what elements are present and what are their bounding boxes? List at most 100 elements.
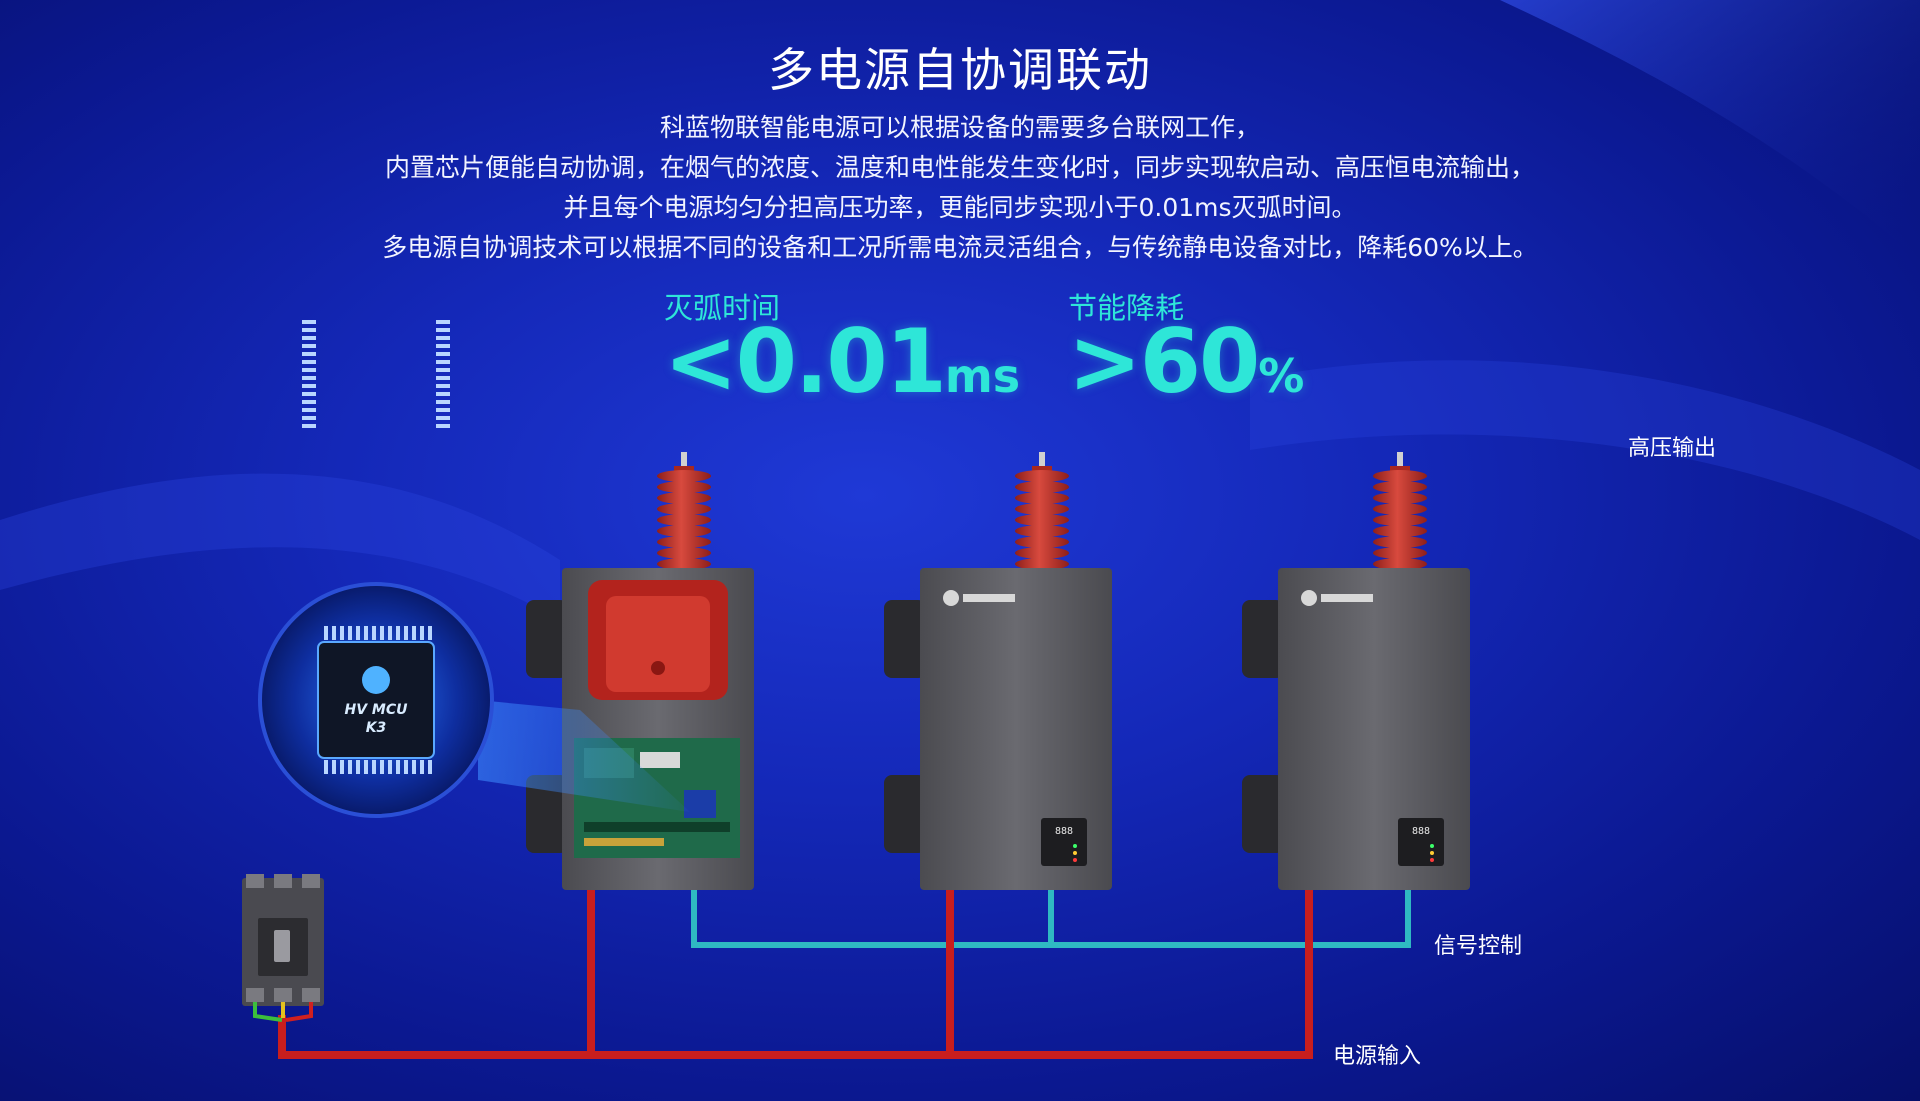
chip-pin bbox=[302, 376, 316, 380]
stat-arc-symbol: < bbox=[664, 310, 738, 413]
chip-pin bbox=[302, 328, 316, 332]
insulator-shed bbox=[1015, 558, 1069, 570]
insulator-shed bbox=[1373, 470, 1427, 482]
unit-3-housing bbox=[1278, 568, 1470, 890]
chip-logo-icon bbox=[362, 666, 390, 694]
chip-pin bbox=[302, 392, 316, 396]
chip-pin bbox=[380, 626, 384, 640]
chip-pin bbox=[302, 320, 316, 324]
status-display: 888 bbox=[1055, 826, 1073, 837]
insulator-shed bbox=[657, 514, 711, 526]
signal-control-line bbox=[691, 885, 1411, 948]
mcu-chip-callout: HV MCU K3 bbox=[258, 320, 494, 818]
power-unit-3: 888 bbox=[1242, 568, 1470, 890]
insulator-shed bbox=[1373, 547, 1427, 559]
label-power-input: 电源输入 bbox=[1333, 1044, 1422, 1069]
chip-pin bbox=[302, 424, 316, 428]
insulator-shed bbox=[657, 525, 711, 537]
chip-pin bbox=[302, 336, 316, 340]
insulator-shed bbox=[1373, 514, 1427, 526]
power-unit-2: 888 bbox=[884, 568, 1112, 890]
brand-logo-icon bbox=[1301, 590, 1317, 606]
insulator-shed bbox=[1015, 514, 1069, 526]
status-led bbox=[1430, 844, 1434, 848]
chip-pin bbox=[302, 344, 316, 348]
chip-pin bbox=[302, 384, 316, 388]
chip-pin bbox=[396, 626, 400, 640]
chip-pin bbox=[436, 352, 450, 356]
chip-pin bbox=[388, 626, 392, 640]
stat-energy-symbol: > bbox=[1068, 310, 1142, 413]
chip-pin bbox=[332, 626, 336, 640]
fan-left-top bbox=[884, 600, 926, 678]
circuit-breaker bbox=[242, 874, 324, 1022]
power-unit-1 bbox=[526, 568, 754, 890]
chip-pin bbox=[302, 352, 316, 356]
description-line: 科蓝物联智能电源可以根据设备的需要多台联网工作， bbox=[659, 113, 1260, 142]
insulator-shed bbox=[1373, 536, 1427, 548]
fan-left-top bbox=[1242, 600, 1284, 678]
stat-arc-value: <0.01ms bbox=[664, 318, 1020, 406]
insulator-shed bbox=[1015, 525, 1069, 537]
chip-pin bbox=[302, 408, 316, 412]
description-line: 多电源自协调技术可以根据不同的设备和工况所需电流灵活组合，与传统静电设备对比，降… bbox=[382, 233, 1538, 262]
chip-pin bbox=[436, 400, 450, 404]
chip-pin bbox=[436, 328, 450, 332]
stat-arc-label: 灭弧时间 bbox=[664, 291, 781, 325]
brand-logo-icon bbox=[943, 590, 959, 606]
chip-pin bbox=[372, 760, 376, 774]
stat-energy-label: 节能降耗 bbox=[1068, 291, 1185, 325]
chip-pin bbox=[436, 336, 450, 340]
brand-logo-text bbox=[963, 594, 1015, 602]
chip-pin bbox=[372, 626, 376, 640]
stat-energy-number: 60 bbox=[1139, 310, 1260, 413]
chip-pin bbox=[302, 360, 316, 364]
chip-pin bbox=[420, 760, 424, 774]
chip-pin bbox=[302, 400, 316, 404]
callout-beam bbox=[478, 700, 690, 812]
chip-pin bbox=[356, 760, 360, 774]
chip-pin bbox=[324, 626, 328, 640]
insulator-shed bbox=[657, 492, 711, 504]
status-led bbox=[1073, 844, 1077, 848]
fan-left-bottom bbox=[526, 775, 568, 853]
chip-pin bbox=[412, 626, 416, 640]
chip-pin bbox=[436, 360, 450, 364]
stat-energy-unit: % bbox=[1258, 349, 1305, 403]
chip-pin bbox=[388, 760, 392, 774]
chip-pin bbox=[404, 760, 408, 774]
insulator-shed bbox=[657, 481, 711, 493]
chip-pin bbox=[412, 760, 416, 774]
insulator-shed bbox=[1015, 547, 1069, 559]
status-led bbox=[1430, 858, 1434, 862]
chip-pin bbox=[436, 376, 450, 380]
insulator-shed bbox=[1015, 470, 1069, 482]
chip-pin bbox=[340, 626, 344, 640]
chip-label-version: K3 bbox=[366, 720, 387, 736]
chip-pin bbox=[436, 368, 450, 372]
fan-left-bottom bbox=[884, 775, 926, 853]
mcu-chip-small bbox=[684, 790, 716, 818]
chip-label-model: HV MCU bbox=[345, 702, 409, 718]
insulator-shed bbox=[1373, 503, 1427, 515]
chip-pin bbox=[332, 760, 336, 774]
status-display: 888 bbox=[1412, 826, 1430, 837]
chip-pin bbox=[436, 416, 450, 420]
chip-pin bbox=[364, 626, 368, 640]
insulator-shed bbox=[657, 470, 711, 482]
chip-pin bbox=[348, 760, 352, 774]
insulator-shed bbox=[1015, 503, 1069, 515]
chip-pin bbox=[428, 760, 432, 774]
chip-pin bbox=[364, 760, 368, 774]
insulator-rod bbox=[681, 452, 687, 468]
chip-pin bbox=[380, 760, 384, 774]
chip-pin bbox=[436, 320, 450, 324]
status-led bbox=[1073, 858, 1077, 862]
unit-2-housing bbox=[920, 568, 1112, 890]
chip-pin bbox=[396, 760, 400, 774]
brand-logo-text bbox=[1321, 594, 1373, 602]
breaker-switch bbox=[274, 930, 290, 962]
fan-left-top bbox=[526, 600, 568, 678]
chip-pin bbox=[436, 384, 450, 388]
